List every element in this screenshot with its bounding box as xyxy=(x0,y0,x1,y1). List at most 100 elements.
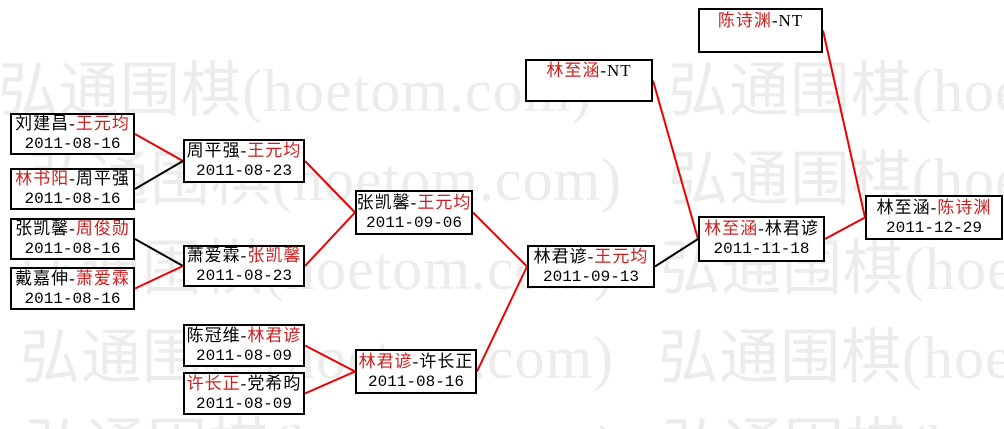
match-date: 2011-08-16 xyxy=(24,190,121,208)
players-separator: - xyxy=(412,351,420,371)
bracket-edge-black xyxy=(134,160,184,190)
player1-name: 林至涵 xyxy=(704,219,759,238)
player1-name: 刘建昌 xyxy=(15,114,70,133)
match-players: 林至涵-陈诗渊 xyxy=(877,198,992,218)
watermark-text: 弘通围棋(hoetom.com) xyxy=(25,398,619,429)
bracket-edge-red xyxy=(652,80,699,240)
bracket-edge-red xyxy=(134,265,184,290)
match-players: 张凯馨-王元均 xyxy=(357,193,472,213)
player1-name: 周平强 xyxy=(186,141,241,160)
players-separator: - xyxy=(69,268,76,288)
match-date: 2011-08-23 xyxy=(195,267,292,285)
players-separator: - xyxy=(69,169,76,188)
bracket-edge-red xyxy=(304,160,356,214)
match-players: 许长正-党希昀 xyxy=(187,374,302,394)
bracket-edge-red xyxy=(134,133,184,162)
player2-name: 周平强 xyxy=(75,169,130,188)
match-players: 林君谚-王元均 xyxy=(534,247,649,267)
bracket-edge-black xyxy=(134,238,184,267)
match-date: 2011-11-18 xyxy=(713,240,810,258)
match-players: 戴嘉伸-萧爱霖 xyxy=(15,269,130,289)
players-separator: - xyxy=(930,197,938,217)
player1-name: 林君谚 xyxy=(533,246,588,266)
match-box: 林至涵-NT xyxy=(525,59,653,102)
player2-name: 张凯馨 xyxy=(247,246,302,265)
player1-name: 张凯馨 xyxy=(356,192,411,212)
players-separator: - xyxy=(587,246,595,266)
player1-name: 戴嘉伸 xyxy=(15,268,70,288)
player2-name: 陈诗渊 xyxy=(937,197,992,217)
match-date: 2011-08-09 xyxy=(195,346,292,365)
player2-name: 萧爱霖 xyxy=(75,268,130,288)
match-players: 陈诗渊-NT xyxy=(718,11,803,31)
player2-name: NT xyxy=(778,10,804,30)
bracket-edge-red xyxy=(304,344,356,373)
match-players: 林君谚-许长正 xyxy=(359,352,474,372)
player1-name: 陈诗渊 xyxy=(717,10,772,30)
players-separator: - xyxy=(771,10,779,30)
match-date: 2011-08-09 xyxy=(195,394,292,413)
player2-name: 周俊勋 xyxy=(75,219,130,238)
players-separator: - xyxy=(410,192,418,212)
match-box: 陈诗渊-NT xyxy=(698,8,823,53)
match-players: 林至涵-林君谚 xyxy=(704,219,819,239)
bracket-edge-red xyxy=(472,211,528,268)
match-date: 2011-12-29 xyxy=(885,218,982,237)
watermark-text: 弘通围棋(hoetom.com) xyxy=(20,325,615,391)
players-separator: - xyxy=(240,246,248,265)
bracket-edge-red xyxy=(824,216,866,240)
player2-name: NT xyxy=(607,60,632,80)
match-date: 2011-08-16 xyxy=(367,372,464,391)
match-players: 林书阳-周平强 xyxy=(15,169,130,189)
player2-name: 许长正 xyxy=(419,351,474,371)
match-players: 周平强-王元均 xyxy=(187,141,302,161)
match-players: 萧爱霖-张凯馨 xyxy=(187,246,302,266)
watermark-text: 弘通围棋(hoetom.com) xyxy=(658,325,1004,391)
player1-name: 林至涵 xyxy=(546,60,601,80)
match-date: 2011-08-23 xyxy=(195,162,292,180)
bracket-edge-red xyxy=(304,370,356,395)
players-separator: - xyxy=(69,114,76,133)
player2-name: 林君谚 xyxy=(764,219,819,238)
players-separator: - xyxy=(758,219,765,238)
player1-name: 陈冠维 xyxy=(186,325,241,345)
match-date: 2011-08-16 xyxy=(24,135,121,153)
players-separator: - xyxy=(69,219,76,238)
players-separator: - xyxy=(240,373,248,393)
match-players: 刘建昌-王元均 xyxy=(15,114,130,134)
match-date: 2011-08-16 xyxy=(24,289,121,308)
player2-name: 王元均 xyxy=(247,141,302,160)
player1-name: 萧爱霖 xyxy=(186,246,241,265)
players-separator: - xyxy=(240,325,248,345)
player2-name: 党希昀 xyxy=(247,373,302,393)
match-players: 张凯馨-周俊勋 xyxy=(15,219,130,239)
bracket-edge-red xyxy=(304,211,356,267)
player2-name: 王元均 xyxy=(75,114,130,133)
player1-name: 许长正 xyxy=(186,373,241,393)
match-players: 林至涵-NT xyxy=(546,61,631,81)
match-date: 2011-09-06 xyxy=(365,213,462,232)
match-date: 2011-09-13 xyxy=(542,267,639,286)
player2-name: 林君谚 xyxy=(247,325,302,345)
bracket-edge-red xyxy=(822,30,866,218)
players-separator: - xyxy=(240,141,248,160)
players-separator: - xyxy=(600,60,607,80)
watermark-text: 弘通围棋(hoetom.com) xyxy=(662,398,1004,429)
match-date: 2011-08-16 xyxy=(24,240,121,258)
match-players: 陈冠维-林君谚 xyxy=(187,326,302,346)
player1-name: 林书阳 xyxy=(15,169,70,188)
